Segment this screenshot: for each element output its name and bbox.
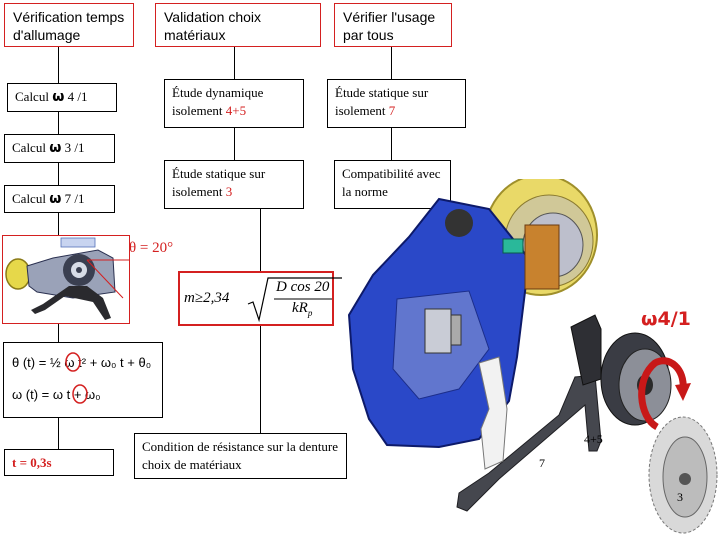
calc-label: Calcul xyxy=(12,191,46,206)
equation-highlight-marks xyxy=(65,352,88,404)
calc-index: 3 /1 xyxy=(64,140,85,155)
calc-omega-3-box: Calcul ω 3 /1 xyxy=(4,134,115,163)
part-label-3: 3 xyxy=(677,490,683,504)
isolement-number: 7 xyxy=(388,103,396,118)
header-verifier-usage: Vérifier l'usage par tous xyxy=(334,3,452,47)
formula-left: m≥2,34 xyxy=(184,290,230,306)
etude-statique-7-box: Étude statique sur isolement 7 xyxy=(327,79,466,128)
omega-symbol: ω xyxy=(52,89,65,105)
theta-angle-label: θ = 20° xyxy=(129,240,174,256)
isolement-number: 3 xyxy=(225,184,233,199)
isolement-label: isolement xyxy=(335,103,386,118)
calc-label: Calcul xyxy=(12,140,46,155)
equations-box: θ (t) = ½ ω t² + ω₀ t + θ₀ ω (t) = ω t +… xyxy=(3,342,163,418)
calc-index: 7 /1 xyxy=(64,191,85,206)
header-validation-materiaux: Validation choix matériaux xyxy=(155,3,321,47)
formula-denominator-base: kR xyxy=(292,300,308,316)
etude-statique-3-box: Étude statique sur isolement 3 xyxy=(164,160,304,209)
compatibilite-norme-box: Compatibilité avec la norme xyxy=(334,160,451,209)
condition-resistance-box: Condition de résistance sur la denture c… xyxy=(134,433,347,479)
result-time-box: t = 0,3s xyxy=(4,449,114,476)
calc-index: 4 /1 xyxy=(67,89,88,104)
exploded-mechanism-drawing xyxy=(347,179,718,534)
header-verification-temps-text: Vérification temps d'allumage xyxy=(13,9,125,43)
module-formula-box: m≥2,34 D cos 20 kRp xyxy=(178,271,342,326)
calc-omega-7-box: Calcul ω 7 /1 xyxy=(4,185,115,213)
formula-denominator: kRp xyxy=(292,300,312,318)
calc-omega-4-box: Calcul ω 4 /1 xyxy=(7,83,117,112)
omega-4-1-label: ω4/1 xyxy=(641,308,691,330)
isolement-label: isolement xyxy=(172,184,223,199)
omega-symbol: ω xyxy=(49,140,62,156)
etude-dynamique-box: Étude dynamique isolement 4+5 xyxy=(164,79,304,128)
etude-dynamique-title: Étude dynamique xyxy=(172,85,264,100)
etude-statique-title: Étude statique sur xyxy=(172,166,266,181)
header-validation-materiaux-text: Validation choix matériaux xyxy=(164,9,262,43)
result-time: t = 0,3s xyxy=(12,455,52,470)
mechanism-thumbnail-drawing xyxy=(5,237,129,320)
equation-omega: ω (t) = ω t + ω₀ xyxy=(12,387,101,402)
etude-statique-title: Étude statique sur xyxy=(335,85,429,100)
isolement-label: isolement xyxy=(172,103,223,118)
formula-denominator-sub: p xyxy=(307,308,313,318)
mechanism-thumbnail xyxy=(2,235,130,324)
equation-theta: θ (t) = ½ ω t² + ω₀ t + θ₀ xyxy=(12,355,152,370)
square-root-sign xyxy=(247,277,342,323)
formula-numerator: D cos 20 xyxy=(276,279,330,295)
compatibilite-norme-text: Compatibilité avec la norme xyxy=(342,166,441,199)
header-verification-temps: Vérification temps d'allumage xyxy=(4,3,134,47)
part-label-7: 7 xyxy=(539,456,545,470)
part-label-4-5: 4+5 xyxy=(584,432,603,446)
omega-symbol: ω xyxy=(49,191,62,207)
calc-label: Calcul xyxy=(15,89,49,104)
header-verifier-usage-text: Vérifier l'usage par tous xyxy=(343,9,436,43)
isolement-number: 4+5 xyxy=(225,103,247,118)
condition-resistance-text: Condition de résistance sur la denture c… xyxy=(142,439,339,472)
